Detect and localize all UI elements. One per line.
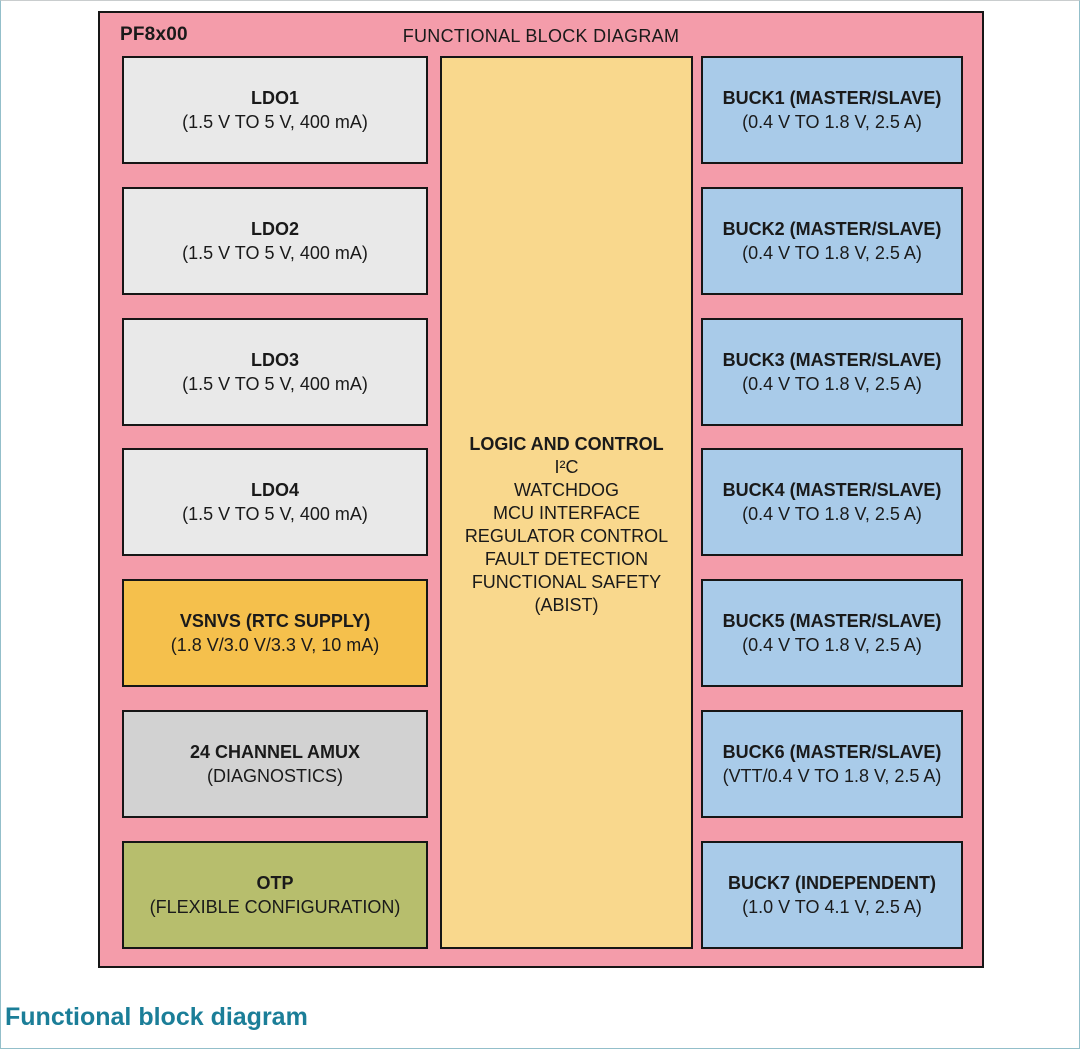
block-ldo2-title: LDO2 xyxy=(250,218,299,239)
block-ldo2-spec: (1.5 V TO 5 V, 400 mA) xyxy=(182,242,368,263)
logic-line-abist: (ABIST) xyxy=(534,594,599,615)
block-buck3: BUCK3 (MASTER/SLAVE) (0.4 V TO 1.8 V, 2.… xyxy=(701,317,963,426)
logic-line-fault-detection: FAULT DETECTION xyxy=(484,548,649,569)
block-amux-title: 24 CHANNEL AMUX xyxy=(189,742,361,763)
block-buck5-title: BUCK5 (MASTER/SLAVE) xyxy=(722,611,942,632)
block-ldo1: LDO1 (1.5 V TO 5 V, 400 mA) xyxy=(122,56,428,164)
logic-line-watchdog: WATCHDOG xyxy=(514,479,619,500)
block-otp: OTP (FLEXIBLE CONFIGURATION) xyxy=(122,840,428,949)
block-buck1-spec: (0.4 V TO 1.8 V, 2.5 A) xyxy=(742,112,922,132)
block-buck6-spec: (VTT/0.4 V TO 1.8 V, 2.5 A) xyxy=(722,766,942,787)
block-buck1: BUCK1 (MASTER/SLAVE) (0.4 V TO 1.8 V, 2.… xyxy=(701,56,963,164)
block-buck3-spec: (0.4 V TO 1.8 V, 2.5 A) xyxy=(742,373,922,394)
block-otp-title: OTP xyxy=(256,872,294,893)
logic-line-functional-safety: FUNCTIONAL SAFETY xyxy=(471,571,662,592)
logic-line-regulator-control: REGULATOR CONTROL xyxy=(464,525,669,546)
logic-title: LOGIC AND CONTROL xyxy=(469,433,664,454)
block-buck2-title: BUCK2 (MASTER/SLAVE) xyxy=(722,218,942,239)
block-buck3-title: BUCK3 (MASTER/SLAVE) xyxy=(722,349,942,370)
figure-caption: Functional block diagram xyxy=(5,1003,308,1031)
block-buck6-title: BUCK6 (MASTER/SLAVE) xyxy=(722,742,942,763)
block-buck7-spec: (1.0 V TO 4.1 V, 2.5 A) xyxy=(742,896,922,917)
block-buck2: BUCK2 (MASTER/SLAVE) (0.4 V TO 1.8 V, 2.… xyxy=(701,186,963,295)
diagram-title: FUNCTIONAL BLOCK DIAGRAM xyxy=(402,26,680,46)
block-amux-spec: (DIAGNOSTICS) xyxy=(206,766,343,787)
functional-block-diagram: PF8x00 FUNCTIONAL BLOCK DIAGRAM LDO1 (1.… xyxy=(98,11,984,968)
block-vsnvs-title: VSNVS (RTC SUPPLY) xyxy=(179,611,371,632)
logic-line-mcu-interface: MCU INTERFACE xyxy=(492,502,640,523)
block-ldo2: LDO2 (1.5 V TO 5 V, 400 mA) xyxy=(122,186,428,295)
block-ldo1-title: LDO1 xyxy=(250,88,299,108)
block-amux: 24 CHANNEL AMUX (DIAGNOSTICS) xyxy=(122,710,428,819)
right-column: BUCK1 (MASTER/SLAVE) (0.4 V TO 1.8 V, 2.… xyxy=(701,56,963,949)
block-ldo4-spec: (1.5 V TO 5 V, 400 mA) xyxy=(182,504,368,525)
block-logic-and-control: LOGIC AND CONTROL I²C WATCHDOG MCU INTER… xyxy=(440,56,693,949)
block-ldo3-title: LDO3 xyxy=(250,349,299,370)
block-buck4-title: BUCK4 (MASTER/SLAVE) xyxy=(722,480,942,501)
logic-line-i2c: I²C xyxy=(554,456,579,477)
block-buck4: BUCK4 (MASTER/SLAVE) (0.4 V TO 1.8 V, 2.… xyxy=(701,448,963,557)
block-buck5: BUCK5 (MASTER/SLAVE) (0.4 V TO 1.8 V, 2.… xyxy=(701,579,963,688)
block-buck7: BUCK7 (INDEPENDENT) (1.0 V TO 4.1 V, 2.5… xyxy=(701,840,963,949)
block-buck5-spec: (0.4 V TO 1.8 V, 2.5 A) xyxy=(742,635,922,656)
block-buck1-title: BUCK1 (MASTER/SLAVE) xyxy=(722,88,942,108)
block-buck4-spec: (0.4 V TO 1.8 V, 2.5 A) xyxy=(742,504,922,525)
block-buck7-title: BUCK7 (INDEPENDENT) xyxy=(727,872,936,893)
block-ldo3-spec: (1.5 V TO 5 V, 400 mA) xyxy=(182,373,368,394)
block-otp-spec: (FLEXIBLE CONFIGURATION) xyxy=(149,896,401,917)
left-column: LDO1 (1.5 V TO 5 V, 400 mA) LDO2 (1.5 V … xyxy=(122,56,428,949)
block-ldo4: LDO4 (1.5 V TO 5 V, 400 mA) xyxy=(122,448,428,557)
block-buck6: BUCK6 (MASTER/SLAVE) (VTT/0.4 V TO 1.8 V… xyxy=(701,710,963,819)
block-vsnvs: VSNVS (RTC SUPPLY) (1.8 V/3.0 V/3.3 V, 1… xyxy=(122,579,428,688)
chip-name: PF8x00 xyxy=(120,24,188,45)
block-ldo1-spec: (1.5 V TO 5 V, 400 mA) xyxy=(182,112,368,132)
block-ldo3: LDO3 (1.5 V TO 5 V, 400 mA) xyxy=(122,317,428,426)
block-ldo4-title: LDO4 xyxy=(250,480,299,501)
block-buck2-spec: (0.4 V TO 1.8 V, 2.5 A) xyxy=(742,242,922,263)
block-vsnvs-spec: (1.8 V/3.0 V/3.3 V, 10 mA) xyxy=(170,635,380,656)
